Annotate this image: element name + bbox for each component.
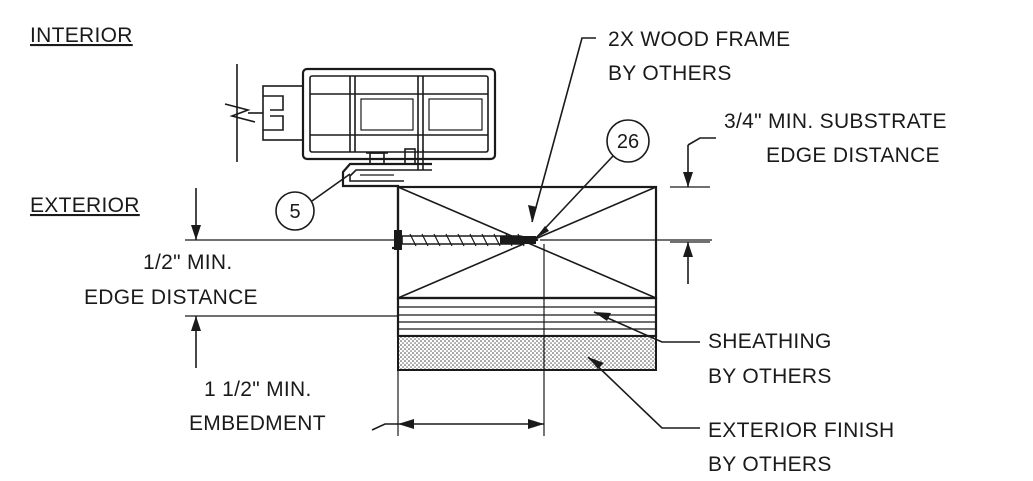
window-frame-profile [224,64,497,162]
callout-26: 26 [535,119,650,239]
exterior-finish-layer [397,335,657,371]
wood-frame-leader [528,37,596,223]
exterior-finish-label-line1: EXTERIOR FINISH [708,419,895,442]
edge-distance-dimension [185,188,398,368]
interior-label: INTERIOR [30,24,133,47]
substrate-edge-dimension [670,137,716,284]
embedment-label-line2: EMBEDMENT [189,412,326,435]
callout-5: 5 [275,173,351,231]
exterior-label: EXTERIOR [30,194,140,217]
embedment-dimension [371,244,545,436]
exterior-finish-leader [587,356,700,429]
sheathing-label-line1: SHEATHING [708,330,832,353]
sheathing-label-line2: BY OTHERS [708,365,832,388]
embedment-label-line1: 1 1/2" MIN. [204,378,312,401]
edge-distance-label-line2: EDGE DISTANCE [84,286,258,309]
wood-frame-label-line2: BY OTHERS [608,62,732,85]
sheathing-layers [396,296,658,338]
edge-distance-label-line1: 1/2" MIN. [143,251,233,274]
anchor-clip [341,148,432,250]
exterior-finish-label-line2: BY OTHERS [708,453,832,476]
substrate-label-line1: 3/4" MIN. SUBSTRATE [724,110,947,133]
wood-frame-label-line1: 2X WOOD FRAME [608,28,790,51]
callout-5-number: 5 [289,201,300,223]
sheathing-leader [593,311,700,343]
callout-26-number: 26 [617,131,639,153]
screw-fastener [394,230,539,250]
substrate-label-line2: EDGE DISTANCE [766,144,940,167]
